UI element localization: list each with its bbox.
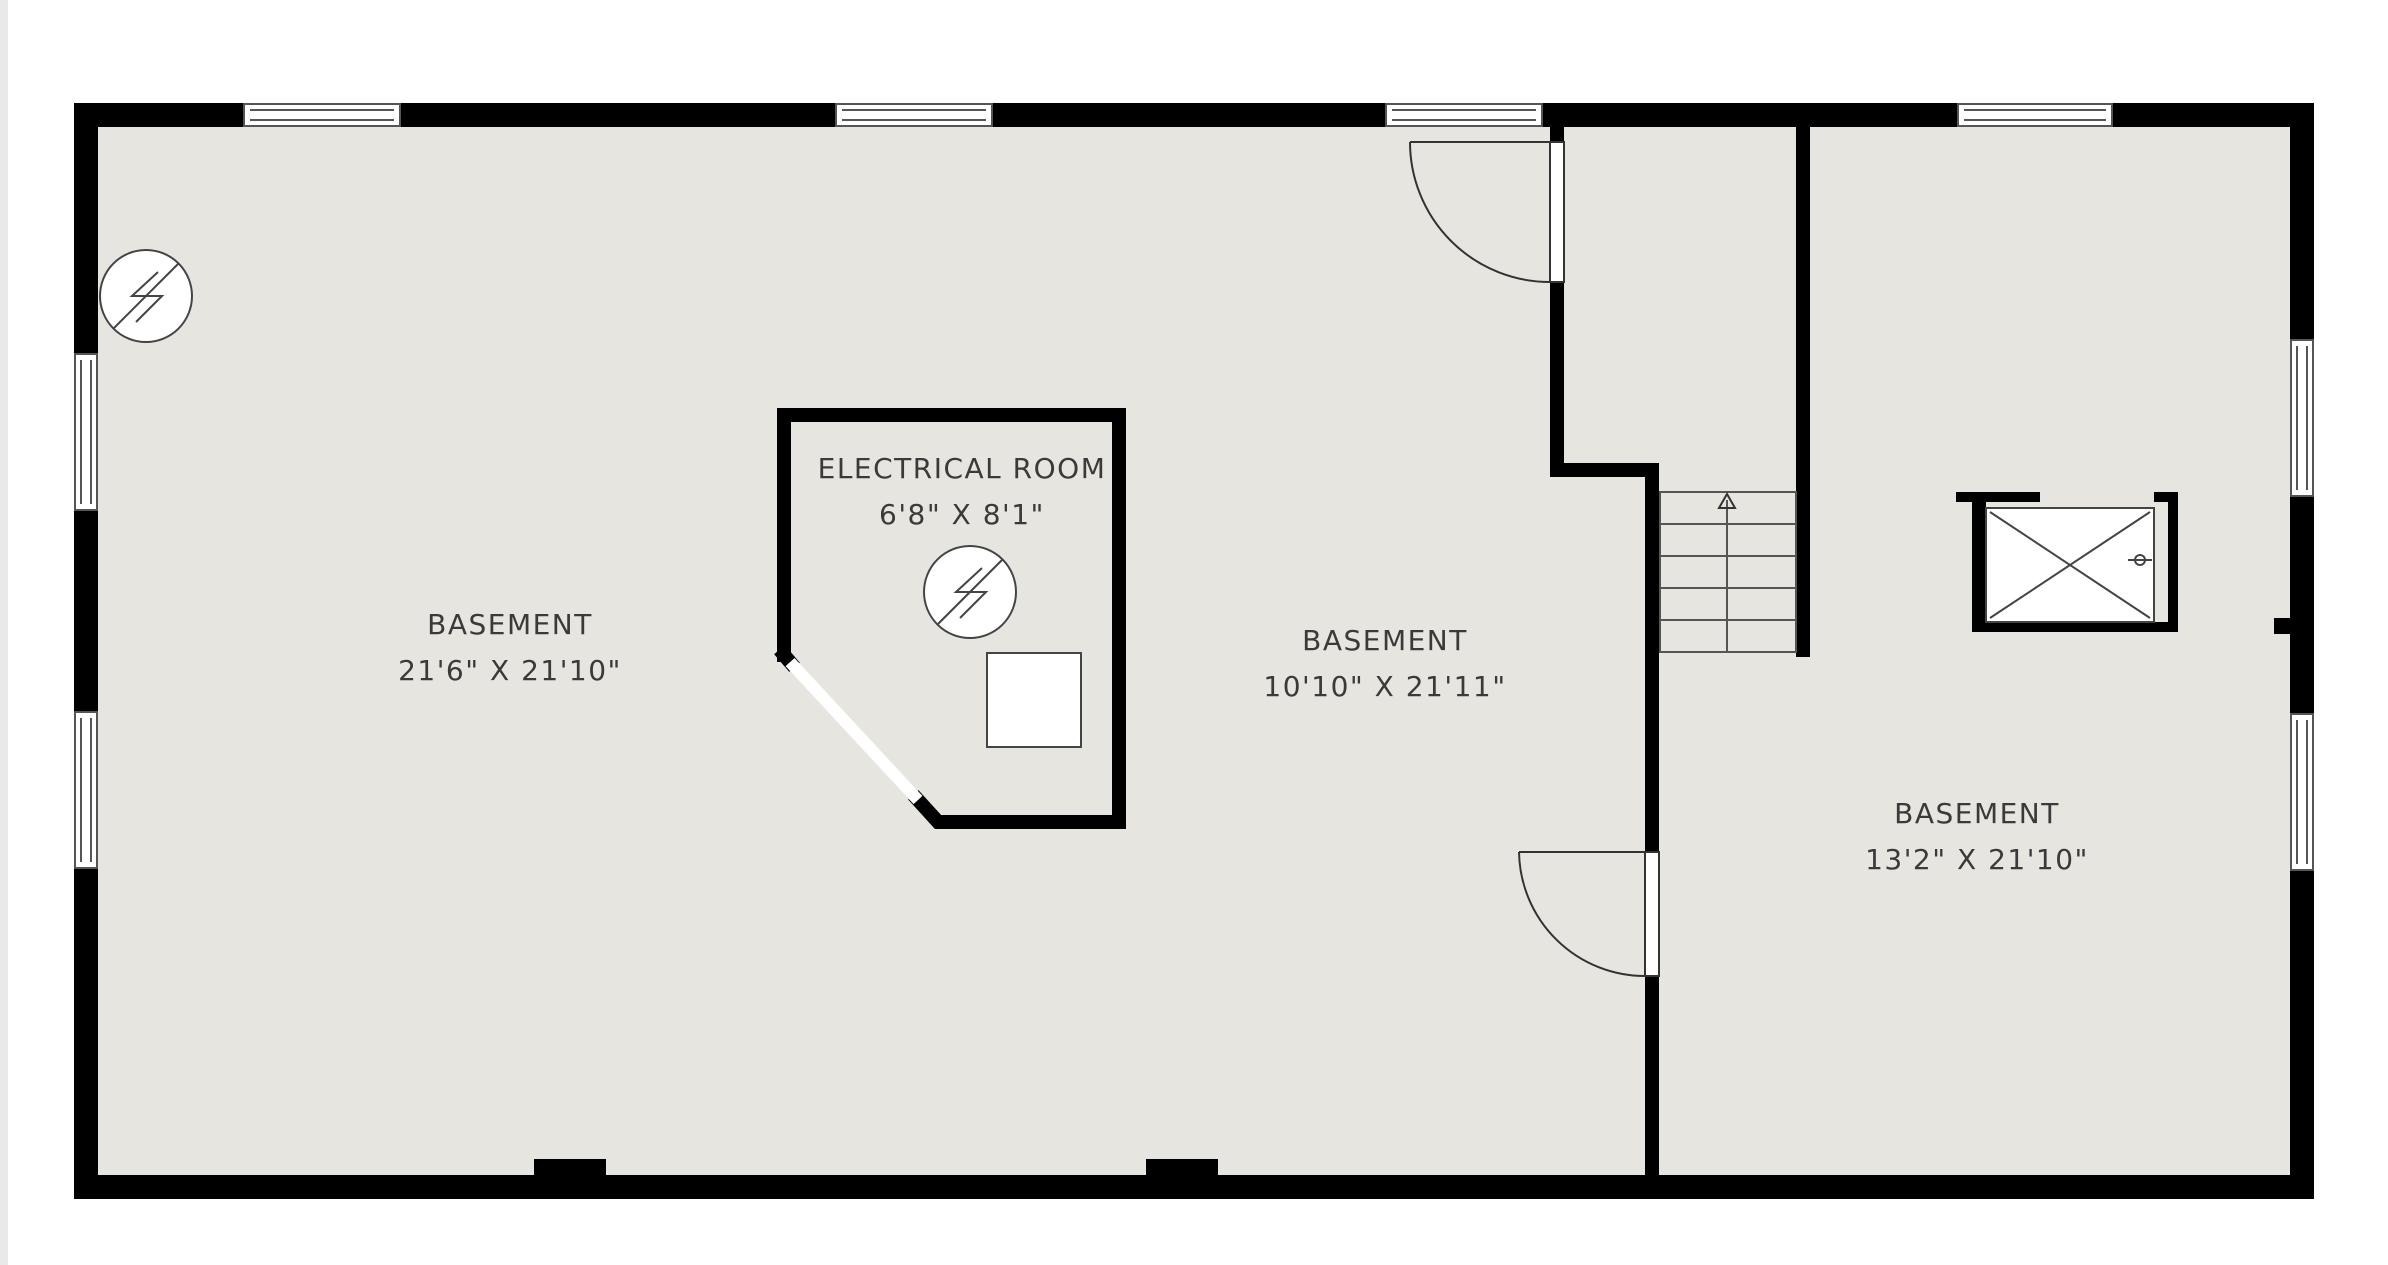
wall-bump <box>1146 1159 1218 1179</box>
door-upper <box>1409 141 1565 283</box>
floor-area <box>86 115 2302 1181</box>
window-right-1 <box>2290 339 2314 497</box>
window-left-1 <box>74 353 98 511</box>
wall-left <box>74 103 98 1199</box>
electrical-room-angled-opening <box>785 657 923 805</box>
window-top-1 <box>243 103 401 127</box>
door-lower <box>1518 851 1660 977</box>
wall-bump <box>2274 618 2294 634</box>
outer-walls <box>74 103 2314 1199</box>
room-name: BASEMENT <box>427 608 593 641</box>
electrical-panel-icon <box>923 545 1017 639</box>
wall-top <box>74 103 2314 127</box>
window-top-2 <box>835 103 993 127</box>
window-right-2 <box>2290 713 2314 871</box>
electrical-panel-icon <box>99 249 193 343</box>
stairs-up-arrow-icon <box>1717 491 1737 509</box>
wall-right <box>2290 103 2314 1199</box>
shower-icon <box>1956 492 2178 632</box>
room-label-basement-left: BASEMENT 21'6" X 21'10" <box>398 608 622 687</box>
doors <box>1409 141 1660 977</box>
windows <box>74 103 2314 871</box>
window-top-3 <box>1385 103 1543 127</box>
room-name: BASEMENT <box>1894 797 2060 830</box>
room-dimensions: 6'8" X 8'1" <box>879 498 1045 531</box>
electrical-room-angled-opening-edge <box>778 650 796 667</box>
interior-walls <box>774 113 1810 1187</box>
window-left-2 <box>74 711 98 869</box>
wall-bump <box>534 1159 606 1179</box>
stair-closet-wall <box>1550 113 1659 1187</box>
electrical-room-wall <box>777 408 1126 829</box>
room-label-electrical-room: ELECTRICAL ROOM 6'8" X 8'1" <box>818 452 1107 531</box>
room-dimensions: 13'2" X 21'10" <box>1865 843 2089 876</box>
appliance-box-icon <box>986 652 1082 748</box>
room-label-basement-middle: BASEMENT 10'10" X 21'11" <box>1263 624 1506 703</box>
room-dimensions: 21'6" X 21'10" <box>398 654 622 687</box>
room-name: BASEMENT <box>1302 624 1468 657</box>
room-label-basement-right: BASEMENT 13'2" X 21'10" <box>1865 797 2089 876</box>
stairs <box>1659 491 1797 653</box>
room-dimensions: 10'10" X 21'11" <box>1263 670 1506 703</box>
page-edge <box>0 0 8 1265</box>
room-name: ELECTRICAL ROOM <box>818 452 1107 485</box>
window-top-4 <box>1957 103 2113 127</box>
